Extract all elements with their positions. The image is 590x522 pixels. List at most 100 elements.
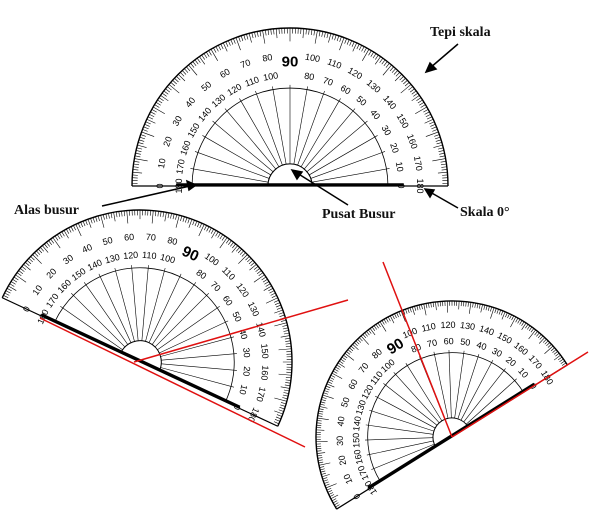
main-tick [440,163,447,166]
left-tick [282,327,289,330]
left-tick [160,211,162,217]
left-tick [286,364,292,365]
left-inner-number: 120 [123,250,139,261]
right-tick [359,337,363,342]
main-outer-number: 140 [381,93,398,111]
right-tick [324,483,330,487]
main-tick [176,76,181,81]
right-tick [323,392,329,395]
left-tick [90,218,93,224]
main-tick [437,147,444,150]
right-tick [407,308,410,314]
main-tick [438,150,445,152]
right-tick [392,314,395,320]
left-inner-number: 10 [237,384,249,396]
main-tick [210,49,218,61]
left-tick [172,213,175,220]
main-tick [190,63,195,68]
right-tick [318,461,324,464]
left-tick [115,211,118,218]
right-tick [316,431,321,433]
right-tick [316,443,321,445]
right-tick [546,342,551,347]
left-tick [182,216,185,222]
main-tick [403,80,408,85]
right-tick [538,337,545,344]
main-tick [339,36,342,42]
right-tick [316,452,326,454]
main-tick [382,64,392,76]
right-tick [318,413,323,415]
main-radial-line [202,135,271,176]
left-tick [63,230,69,239]
right-tick [323,479,329,482]
right-tick [537,334,542,339]
left-tick [155,210,157,217]
right-outer-number: 40 [335,416,346,427]
left-tick [180,215,183,222]
right-radial-line [371,443,435,470]
right-tick [435,301,437,311]
right-tick [405,309,408,314]
main-tick [381,59,386,65]
main-inner-number: 150 [186,121,202,139]
left-tick [253,266,259,270]
right-tick [355,340,360,345]
main-tick [145,121,151,125]
right-tick [328,492,334,495]
main-tick [135,152,141,155]
main-tick [441,166,447,168]
label-alas-busur: Alas busur [14,203,79,218]
right-tick [478,303,481,309]
right-tick [316,445,322,447]
main-tick [352,42,358,52]
main-inner-number: 120 [225,82,243,98]
main-tick [136,147,143,150]
left-inner-number: 50 [230,310,243,323]
left-tick [5,290,11,294]
right-tick [322,477,328,480]
left-tick [77,223,81,229]
left-outer-number: 30 [61,252,75,266]
right-outer-number: 100 [401,326,419,341]
left-tick [282,324,288,327]
main-tick [399,76,404,81]
main-tick [395,72,400,77]
label-skala-nol: Skala 0° [460,205,510,220]
left-tick [85,219,88,226]
right-tick [550,347,555,352]
right-tick [501,311,506,320]
left-tick [164,212,167,222]
right-tick [346,351,351,355]
right-tick [316,448,322,450]
right-inner-number: 70 [426,337,438,349]
left-tick [44,243,48,249]
right-tick [402,309,406,315]
left-tick [188,219,193,228]
main-tick [240,35,244,42]
left-radial-line [60,305,123,351]
left-tick [131,210,133,216]
right-outer-number: 20 [336,454,348,466]
left-tick [87,219,92,228]
right-tick [337,362,345,368]
main-tick [201,54,205,60]
left-tick [194,220,198,227]
left-tick [38,248,43,254]
main-outer-number: 120 [346,65,364,81]
left-tick [265,283,271,287]
right-tick [334,502,339,506]
left-radial-line [51,320,121,354]
main-tick [203,53,208,59]
left-tick [175,215,180,228]
right-tick [453,301,455,306]
right-tick [480,304,483,313]
left-tick [210,228,214,234]
main-tick [154,104,160,108]
left-tick [121,211,123,217]
main-tick [188,64,198,76]
main-tick [344,38,347,44]
main-tick [417,99,423,104]
right-tick [329,377,335,380]
right-radial-line [457,354,480,419]
